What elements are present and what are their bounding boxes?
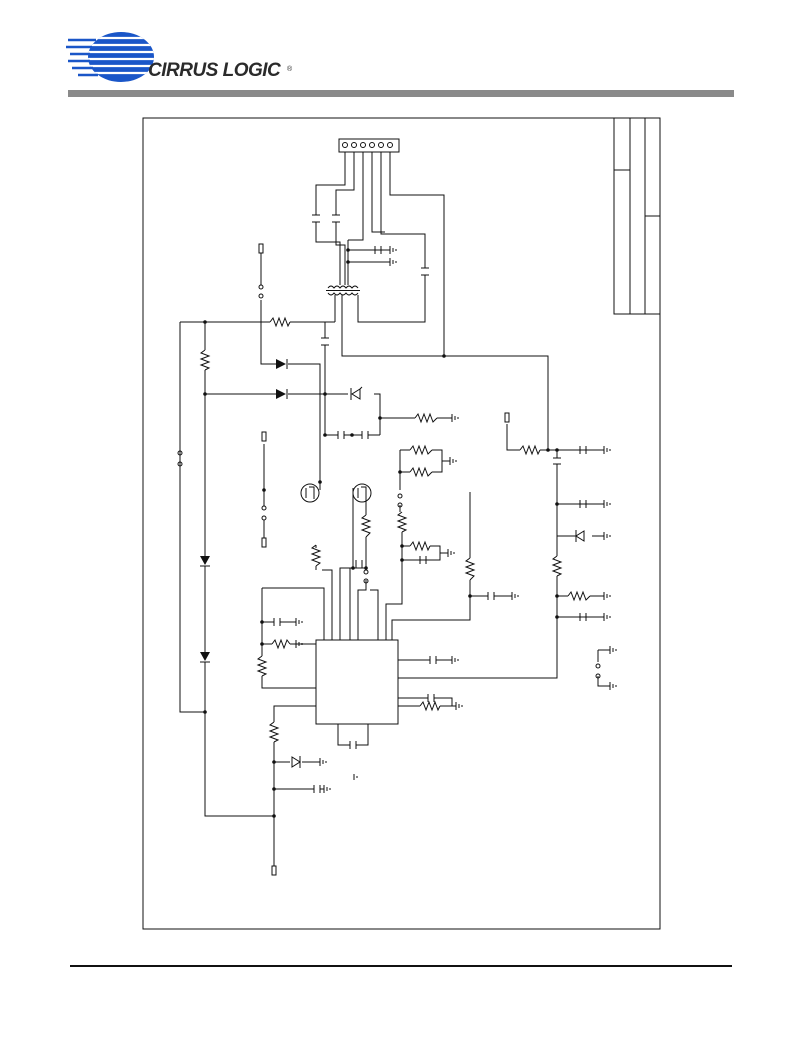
registered-mark: ® [287,66,293,73]
zener-diodes [291,386,585,768]
controller-ic [315,639,399,725]
junction-dots [203,248,559,818]
schematic-frame [142,117,661,930]
test-points [177,243,601,876]
cirrus-globe-icon [66,32,154,82]
header-bar [68,90,734,97]
resistors [199,316,591,743]
company-name: CIRRUS LOGIC [148,60,281,81]
diodes [200,359,288,663]
footer-rule [70,965,732,967]
connector-j1 [338,138,400,153]
transistors [300,483,372,503]
ground-symbols [295,246,617,793]
capacitors [273,214,599,793]
title-block [613,117,661,315]
wires [179,152,610,866]
transformer-t1 [326,285,360,296]
